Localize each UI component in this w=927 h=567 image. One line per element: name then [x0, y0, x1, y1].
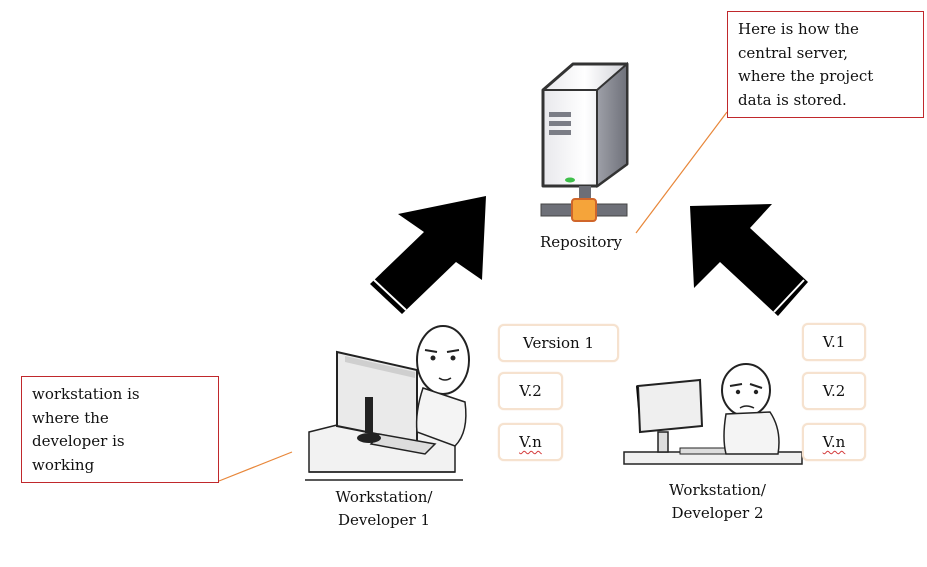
developer-2-version-box-2: V.2: [802, 372, 866, 410]
server-icon: [540, 61, 629, 222]
developer-1-illustration: [305, 325, 470, 481]
repository-callout: Here is how the central server, where th…: [727, 11, 924, 118]
developer-1-caption-line1: Workstation/: [335, 488, 433, 506]
version-label: V.n: [822, 433, 846, 451]
up-left-arrow-icon: [690, 204, 808, 316]
developer-2-version-box-n: V.n: [802, 423, 866, 461]
developer-2-version-box-1: V.1: [802, 323, 866, 361]
up-right-arrow-icon: [370, 196, 486, 314]
workstation-callout: workstation is where the developer is wo…: [21, 376, 219, 483]
developer-2-caption-line2: Developer 2: [671, 504, 764, 522]
version-label: V.2: [519, 382, 542, 400]
developer-1-caption: Workstation/ Developer 1: [305, 486, 463, 532]
version-label: V.1: [822, 333, 846, 351]
developer-1-version-box-2: V.2: [498, 372, 563, 410]
workstation-callout-leader: [218, 451, 293, 482]
developer-1-version-box-1: Version 1: [498, 324, 619, 362]
developer-2-caption-line1: Workstation/: [669, 481, 766, 499]
version-label: V.n: [519, 433, 542, 451]
repository-callout-leader: [635, 111, 728, 234]
version-label: Version 1: [522, 334, 594, 352]
developer-2-caption: Workstation/ Developer 2: [640, 479, 795, 525]
developer-1-version-box-n: V.n: [498, 423, 563, 461]
developer-2-illustration: [623, 363, 803, 465]
repository-label: Repository: [540, 233, 623, 251]
developer-1-caption-line2: Developer 1: [337, 511, 431, 529]
version-label: V.2: [822, 382, 846, 400]
